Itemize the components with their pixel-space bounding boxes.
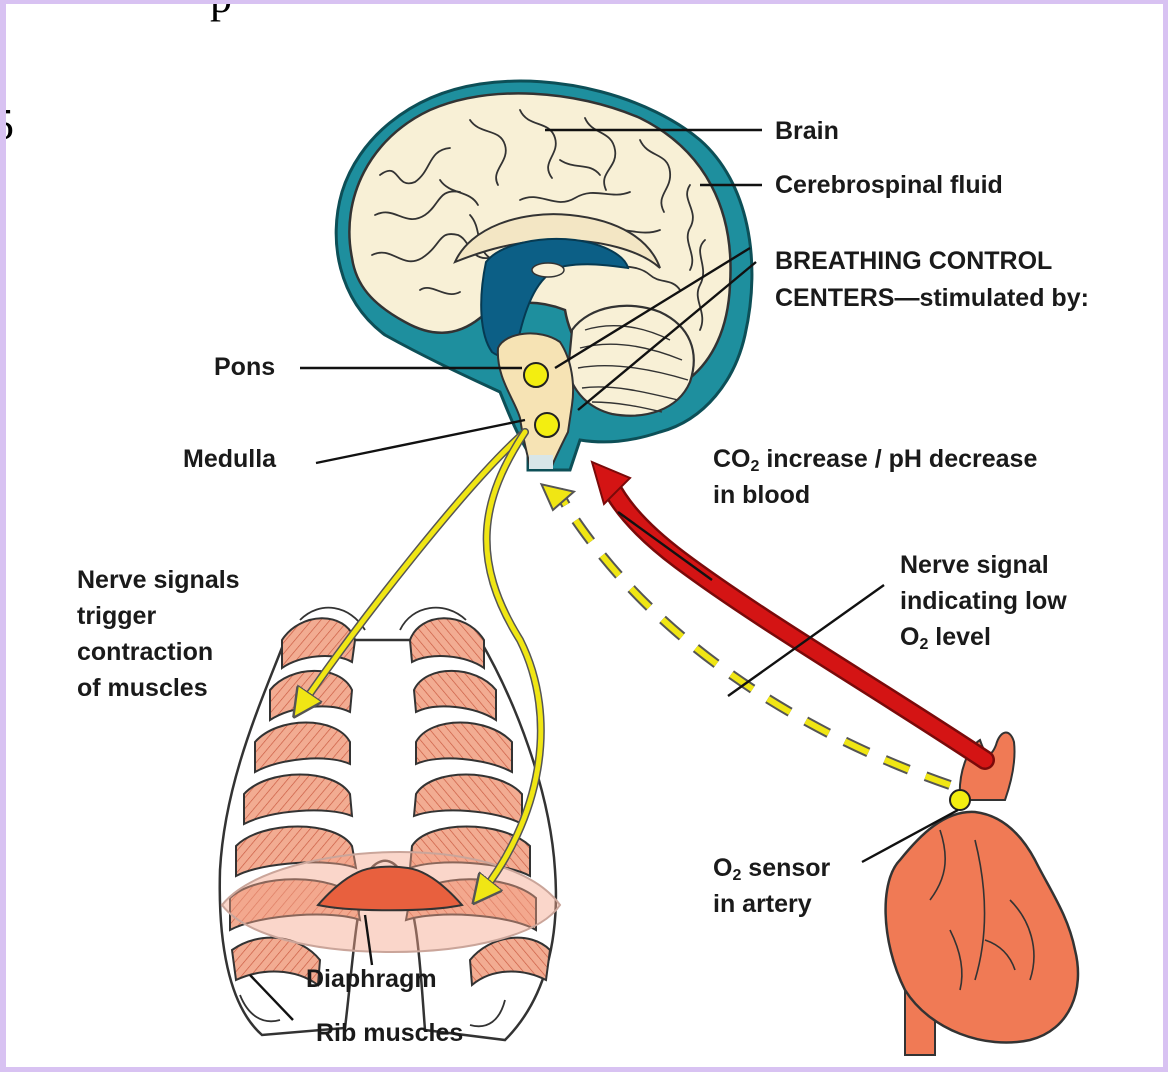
nerve-signal-label-line3: O2 level (900, 622, 991, 652)
trigger-label-line2: trigger (77, 601, 156, 631)
pons-control-center (524, 363, 548, 387)
medulla-label: Medulla (183, 444, 276, 474)
cerebrospinal-fluid-label: Cerebrospinal fluid (775, 170, 1003, 200)
diaphragm-label: Diaphragm (306, 964, 437, 994)
trigger-label-line3: contraction (77, 637, 213, 667)
heart (886, 733, 1078, 1055)
breathing-control-label-line1: BREATHING CONTROL (775, 246, 1052, 276)
brain-label: Brain (775, 116, 839, 146)
o2-nerve-signal-arrow (541, 475, 950, 785)
nerve-signal-label-line2: indicating low (900, 586, 1067, 616)
brain (336, 81, 752, 470)
rib-muscles-label: Rib muscles (316, 1018, 463, 1048)
nerve-signal-label-line1: Nerve signal (900, 550, 1049, 580)
pons-label: Pons (214, 352, 275, 382)
co2-label-line2: in blood (713, 480, 810, 510)
trigger-label-line1: Nerve signals (77, 565, 240, 595)
o2-sensor-label-line2: in artery (713, 889, 812, 919)
o2-sensor-label-line1: O2 sensor (713, 853, 830, 883)
trigger-label-line4: of muscles (77, 673, 208, 703)
medulla-control-center (535, 413, 559, 437)
o2-sensor-dot (950, 790, 970, 810)
breathing-control-label-line2: CENTERS—stimulated by: (775, 283, 1089, 313)
co2-label-line1: CO2 increase / pH decrease (713, 444, 1037, 474)
